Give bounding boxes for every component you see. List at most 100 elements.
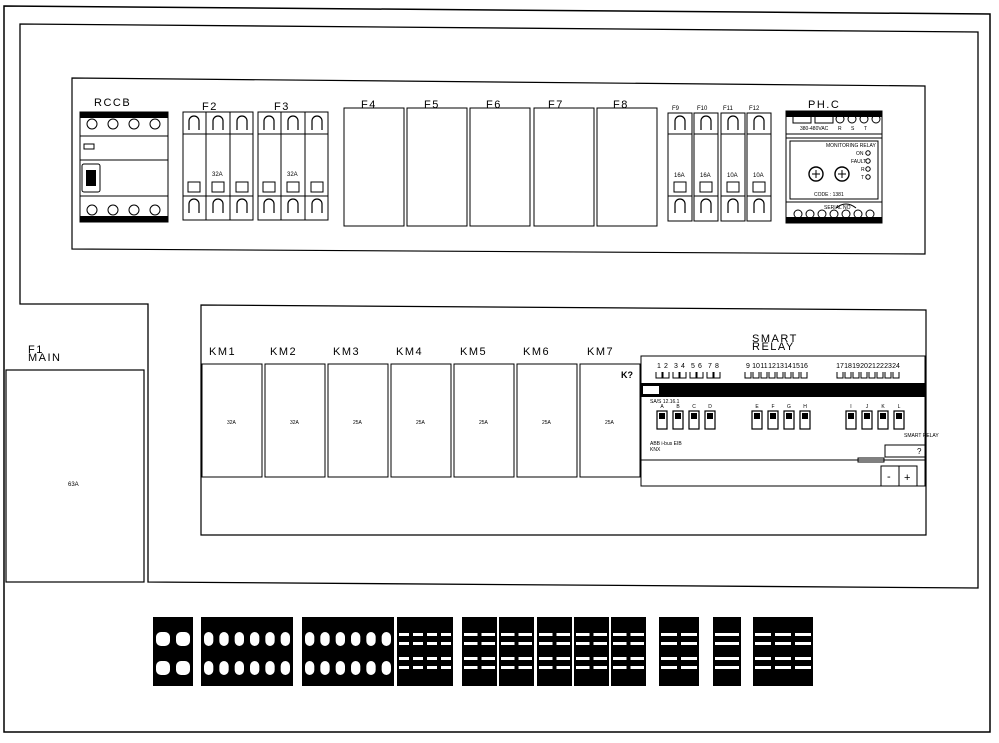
rccb-device — [79, 111, 169, 223]
label-rccb: RCCB — [94, 97, 131, 109]
terminal-screw-top — [236, 115, 248, 130]
smart-relay-right-text: SMART RELAY — [904, 433, 939, 439]
terminal-slot — [795, 633, 811, 636]
relay-terminal-number: 6 — [698, 363, 702, 370]
phc-led-on: ON — [856, 151, 864, 157]
relay-channel-letter: D — [708, 404, 712, 410]
terminal-slot — [441, 633, 451, 636]
terminal-screw-top — [212, 115, 224, 130]
terminal-slot — [661, 642, 677, 645]
terminal-slot — [775, 666, 791, 669]
terminal-clamp-bottom — [265, 661, 275, 675]
terminal-slot — [556, 642, 570, 645]
terminal-slot — [481, 642, 495, 645]
mcb-toggle — [699, 181, 713, 193]
mcb-terminal-bottom — [753, 198, 765, 213]
terminal-slot — [518, 666, 532, 669]
relay-channel-switch — [845, 410, 857, 430]
terminal-slot — [441, 642, 451, 645]
breaker-f2 — [182, 111, 254, 221]
mcb-body — [693, 112, 719, 222]
breaker-f3 — [257, 111, 329, 221]
contactor-km3 — [327, 363, 389, 478]
terminal-clamp-top — [320, 632, 330, 646]
relay-terminal-socket — [892, 372, 900, 379]
terminal-slot — [576, 642, 590, 645]
mcb-terminal-top — [700, 115, 712, 130]
mcb-terminal-top — [674, 115, 686, 130]
relay-terminal-number: 9 — [746, 363, 750, 370]
relay-terminal-number: 17 — [836, 363, 844, 370]
terminal-screw-top — [287, 115, 299, 130]
relay-terminal-number: 7 — [708, 363, 712, 370]
terminal-slot — [681, 657, 697, 660]
mcb-terminal-top — [753, 115, 765, 130]
label-f12: F12 — [749, 106, 760, 112]
terminal-clamp-top — [280, 632, 290, 646]
relay-channel-letter: A — [660, 404, 664, 410]
phc-led-t: T — [861, 175, 864, 181]
relay-terminal-socket — [752, 372, 760, 379]
terminal-slot — [539, 657, 553, 660]
phc-code: CODE : 1381 — [814, 192, 844, 198]
smart-relay-minus: - — [887, 471, 891, 483]
relay-channel-switch — [767, 410, 779, 430]
main-rating: 63A — [68, 482, 79, 488]
label-km6: KM6 — [523, 346, 550, 358]
relay-terminal-number: 4 — [681, 363, 685, 370]
terminal-screw-bottom — [212, 198, 224, 213]
terminal-clamp-bottom — [351, 661, 361, 675]
terminal-slot — [518, 642, 532, 645]
terminal-slot — [539, 666, 553, 669]
label-f11: F11 — [723, 106, 734, 112]
terminal-slot — [501, 642, 515, 645]
terminal-slot — [413, 633, 423, 636]
relay-terminal-number: 16 — [800, 363, 808, 370]
terminal-slot — [630, 642, 644, 645]
relay-channel-switch — [799, 410, 811, 430]
relay-channel-letter: E — [755, 404, 759, 410]
relay-channel-lever — [707, 413, 713, 419]
terminal-slot — [715, 633, 739, 636]
terminal-clamp-bottom — [250, 661, 260, 675]
relay-terminal-number: 18 — [844, 363, 852, 370]
smart-relay-brand: ABB i-bus EIB — [650, 441, 682, 447]
label-phc: PH.C — [808, 99, 840, 111]
terminal-clamp-bottom — [381, 661, 391, 675]
contactor-km1 — [201, 363, 263, 478]
smart-relay-title-2: RELAY — [752, 341, 795, 353]
relay-channel-switch — [688, 410, 700, 430]
relay-channel-lever — [675, 413, 681, 419]
terminal-slot — [399, 642, 409, 645]
terminal-slot — [399, 633, 409, 636]
terminal-slot — [501, 657, 515, 660]
relay-terminal-number: 3 — [674, 363, 678, 370]
label-f10: F10 — [697, 106, 708, 112]
main-label-f1: F1 — [28, 344, 44, 356]
relay-terminal-number: 1 — [657, 363, 661, 370]
terminal-slot — [464, 633, 478, 636]
terminal-slot — [795, 666, 811, 669]
relay-terminal-socket — [792, 372, 800, 379]
relay-channel-letter: C — [692, 404, 696, 410]
terminal-clamp-top — [335, 632, 345, 646]
relay-terminal-socket — [696, 372, 704, 379]
km1-rating: 32A — [227, 420, 237, 426]
terminal-slot — [556, 633, 570, 636]
terminal-clamp-bottom — [335, 661, 345, 675]
phc-title: MONITORING RELAY — [826, 143, 876, 149]
terminal-screw-top — [188, 115, 200, 130]
breaker-f4 — [343, 107, 405, 227]
mcb-body — [746, 112, 772, 222]
terminal-slot — [613, 666, 627, 669]
terminal-slot — [576, 633, 590, 636]
phc-terminal-s: S — [851, 126, 855, 132]
terminal-clamp-bottom — [320, 661, 330, 675]
enclosure-outer — [3, 5, 991, 733]
terminal-slot — [715, 642, 739, 645]
relay-channel-letter: L — [898, 404, 901, 410]
terminal-block — [753, 617, 813, 686]
label-km3: KM3 — [333, 346, 360, 358]
